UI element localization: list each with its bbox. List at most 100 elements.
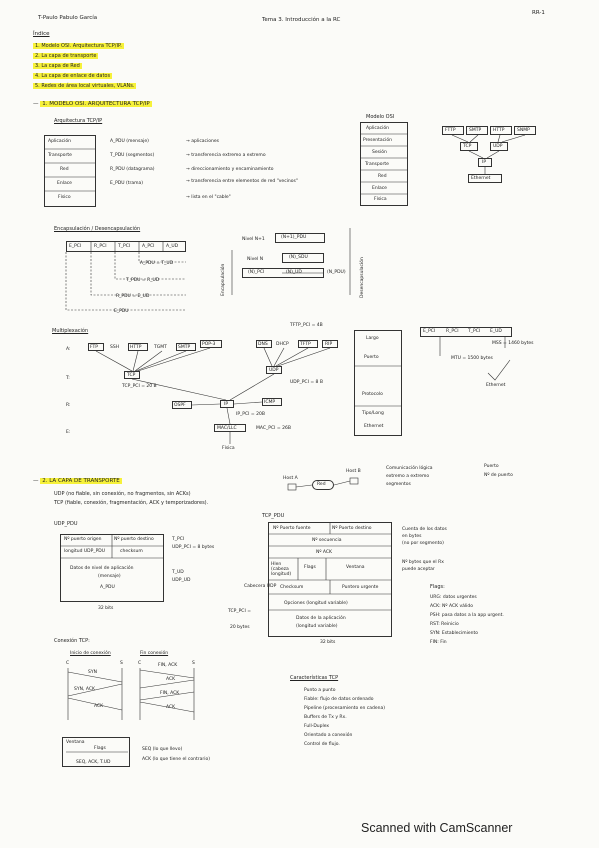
flag-rst: RST: Reinicio [430, 622, 459, 627]
tcp-right-4: Nº bytes que el Rx [402, 560, 444, 565]
layer-red: Red [60, 167, 69, 172]
tcp-data-len: (longitud variable) [296, 624, 338, 629]
conn-ack-1: ACK [166, 677, 176, 682]
com-line-3: segmentos [386, 482, 411, 487]
tcp-ack: Nº ACK [316, 550, 333, 555]
author-name: T-Paulo Pabulo García [38, 15, 98, 21]
conn-end: Fin conexión [140, 651, 169, 656]
mux-note-tftp-pci: TFTP_PCI = 4B [290, 323, 323, 328]
encap-e-pci: E_PCI [69, 244, 82, 249]
mux-app-ssh-label: SSH [110, 345, 120, 350]
window-note-seq: SEQ (lo que llevo) [142, 747, 183, 752]
nivel-pdu: (N_PDU) [327, 270, 346, 275]
tcp-options: Opciones (longitud variable) [284, 601, 348, 606]
mux-right-largo: Largo [366, 336, 379, 341]
host-b: Host B [346, 469, 361, 474]
mux-app-rip [322, 340, 338, 348]
layer-enlace: Enlace [57, 181, 72, 186]
caract-3: Pipeline (procesamiento en cadena) [304, 706, 385, 711]
conn-label-s2: S [192, 661, 195, 666]
mux-fisica-label: Física [222, 446, 235, 451]
window-label: Ventana [66, 740, 85, 745]
osi-transporte: Transporte [365, 162, 389, 167]
mux-frame-r-pci: R_PCI [446, 329, 459, 334]
encap-t-pci: T_PCI [118, 244, 131, 249]
caract-1: Punto a punto [304, 688, 336, 693]
osi-presentacion: Presentación [363, 138, 392, 143]
mux-row-t: T: [66, 376, 70, 381]
mux-note-mac-pci: MAC_PCI = 26B [256, 426, 291, 431]
nivel-pdu-top: (N+1)_PDU [281, 235, 307, 240]
osi-sesion: Sesión [372, 150, 387, 155]
mux-note-udp-pci: UDP_PCI = 8 B [290, 380, 323, 385]
mux-ospf-box [172, 401, 192, 409]
pdu-transporte: T_PDU (segmentos) [110, 153, 155, 158]
conn-ack: ACK [94, 704, 104, 709]
mux-frame-t-pci: T_PCI [468, 329, 481, 334]
mux-ospf-label: OSPF [174, 403, 186, 408]
encap-line-e: E_PDU [114, 309, 129, 314]
mux-tcp-box [124, 371, 140, 379]
mux-frame-e-ud: E_UD [490, 329, 502, 334]
window-box [62, 737, 130, 767]
mux-note-ip-pci: IP_PCI = 20B [236, 412, 265, 417]
mux-row-r: R: [66, 403, 71, 408]
mux-ip-label: IP [224, 402, 229, 407]
mux-mss: MSS = 1460 bytes [492, 341, 534, 346]
nivel-ud: (N)_UD [286, 270, 302, 275]
tcp-left-2: TCP_PCI = [228, 609, 251, 614]
mux-icmp-label: ICMP [264, 400, 276, 405]
tcp-left-1: Cabecera UDP [244, 584, 277, 589]
scanner-watermark: Scanned with CamScanner [361, 821, 513, 835]
udp-length: longitud UDP_PDU [64, 549, 106, 554]
window-note-ack: ACK (lo que tiene el contrario) [142, 757, 210, 762]
layer-aplicacion: Aplicación [48, 139, 71, 144]
flag-ack: ACK: Nº ACK válido [430, 604, 474, 609]
mux-app-rip-label: RIP [325, 342, 333, 347]
stack-fttp-label: FTTP [445, 128, 456, 133]
nivel-n: Nivel N [247, 257, 264, 262]
mux-icmp-box [262, 398, 282, 406]
udp-checksum: checksum [120, 549, 143, 554]
mux-app-http [128, 343, 148, 351]
encap-line-a: A_PDU = T_UD [140, 261, 174, 266]
mux-udp-box [266, 366, 282, 374]
encap-title: Encapsulación / Desencapsulación [54, 226, 141, 232]
osi-fisica: Física [374, 197, 387, 202]
mux-app-http-label: HTTP [130, 345, 142, 350]
udp-dst-port: Nº puerto destino [114, 537, 154, 542]
stack-tcp [460, 142, 478, 151]
caract-5: Full-Duplex [304, 724, 330, 729]
tcp-width: 32 bits [320, 640, 336, 645]
encap-frame [66, 241, 186, 252]
conn-fin-ack-1: FIN, ACK [158, 663, 178, 668]
stack-ethernet [468, 174, 502, 183]
tcp-checksum: Checksum [280, 585, 304, 590]
mux-frame-box [420, 327, 512, 337]
index-title: Índice [33, 31, 50, 37]
mux-right-column [354, 330, 402, 436]
udp-side-tud: T_UD [172, 570, 184, 575]
stack-http-label: HTTP [493, 128, 505, 133]
nivel-sdu-box [282, 253, 324, 263]
nivel-pdu-top-box [275, 233, 325, 243]
stack-udp [490, 142, 508, 151]
desc-red: → direccionamiento y encaminamiento [186, 167, 274, 172]
stack-ethernet-label: Ethernet [471, 176, 491, 181]
pdu-enlace: E_PDU (trama) [110, 181, 144, 186]
conn-label-s1: S [120, 661, 123, 666]
osi-red: Red [378, 174, 387, 179]
udp-side-pci: UDP_PCI = 8 bytes [172, 545, 215, 550]
stack-snmp [514, 126, 536, 135]
tcp-src-port: Nº Puerto fuente [273, 526, 311, 531]
mux-right-tipo: Tipo/Long [362, 411, 384, 416]
s2-bullet-tcp: TCP (fiable, conexión, fragmentación, AC… [54, 500, 209, 506]
udp-side-ud: UDP_UD [172, 578, 191, 583]
conn-title: Conexión TCP: [54, 638, 90, 644]
caract-4: Buffers de Tx y Rx. [304, 715, 347, 720]
section-2-heading: — 2. LA CAPA DE TRANSPORTE [33, 478, 122, 484]
document-topic: Tema 3. Introducción a la RC [262, 17, 341, 23]
tcp-seq: Nº secuencia [312, 538, 342, 543]
